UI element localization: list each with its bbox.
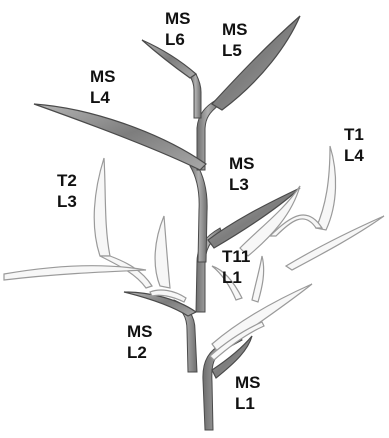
label-ms-l3-line1: MS	[229, 153, 255, 174]
label-t1-l4-line1: T1	[344, 124, 364, 145]
label-ms-l5-line2: L5	[222, 40, 248, 61]
label-ms-l2: MS L2	[127, 321, 153, 363]
label-ms-l1-line1: MS	[235, 372, 261, 393]
tiller-t2-leaf-lower	[4, 266, 146, 280]
label-ms-l3: MS L3	[229, 153, 255, 195]
label-t11-l1: T11 L1	[222, 246, 250, 288]
label-ms-l1-line2: L1	[235, 393, 261, 414]
tiller-t2-leaf-upper	[94, 158, 110, 256]
label-ms-l4: MS L4	[90, 66, 116, 108]
label-ms-l5-line1: MS	[222, 19, 248, 40]
label-ms-l1: MS L1	[235, 372, 261, 414]
label-ms-l2-line1: MS	[127, 321, 153, 342]
label-t11-l1-line2: L1	[222, 267, 250, 288]
label-t2-l3-line2: L3	[57, 191, 77, 212]
tiller-t11-leaf-right	[252, 256, 264, 302]
label-ms-l4-line1: MS	[90, 66, 116, 87]
main-stem-apex	[190, 74, 201, 118]
tiller-center-leaf	[155, 216, 170, 288]
label-t2-l3-line1: T2	[57, 170, 77, 191]
label-t11-l1-line1: T11	[222, 246, 250, 267]
label-ms-l6: MS L6	[165, 8, 191, 50]
label-t1-l4: T1 L4	[344, 124, 364, 166]
label-t1-l4-line2: L4	[344, 145, 364, 166]
tiller-t1-leaf-lower	[286, 216, 384, 270]
label-ms-l6-line2: L6	[165, 29, 191, 50]
tiller-t1-leaf-upper	[316, 146, 336, 230]
label-ms-l4-line2: L4	[90, 87, 116, 108]
label-ms-l6-line1: MS	[165, 8, 191, 29]
main-stem-top	[190, 163, 207, 262]
leaf-ms-l4	[34, 104, 206, 170]
label-ms-l2-line2: L2	[127, 342, 153, 363]
label-t2-l3: T2 L3	[57, 170, 77, 212]
label-ms-l3-line2: L3	[229, 174, 255, 195]
label-ms-l5: MS L5	[222, 19, 248, 61]
